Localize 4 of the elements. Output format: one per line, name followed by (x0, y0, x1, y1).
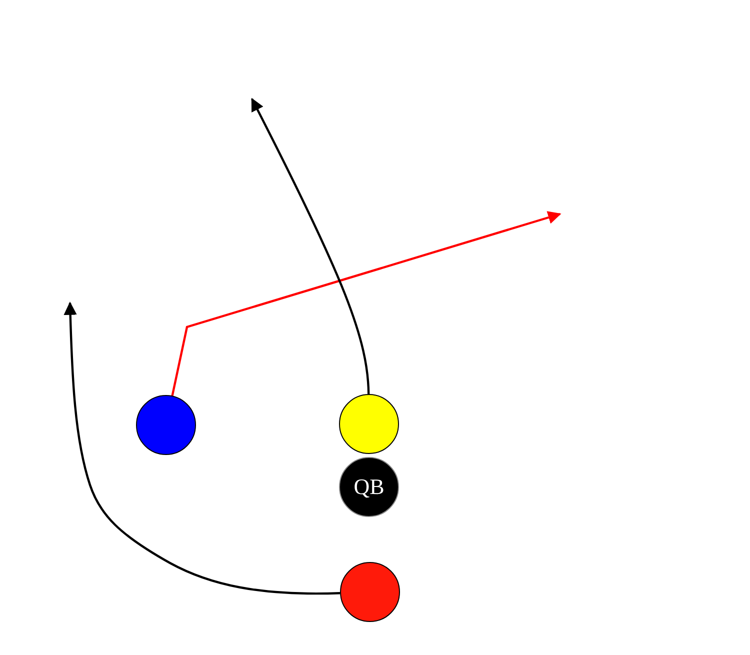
player-circle: QB (339, 457, 399, 517)
route-arrow (171, 211, 562, 396)
route-arrow (64, 302, 340, 595)
route-arrow (251, 98, 370, 394)
